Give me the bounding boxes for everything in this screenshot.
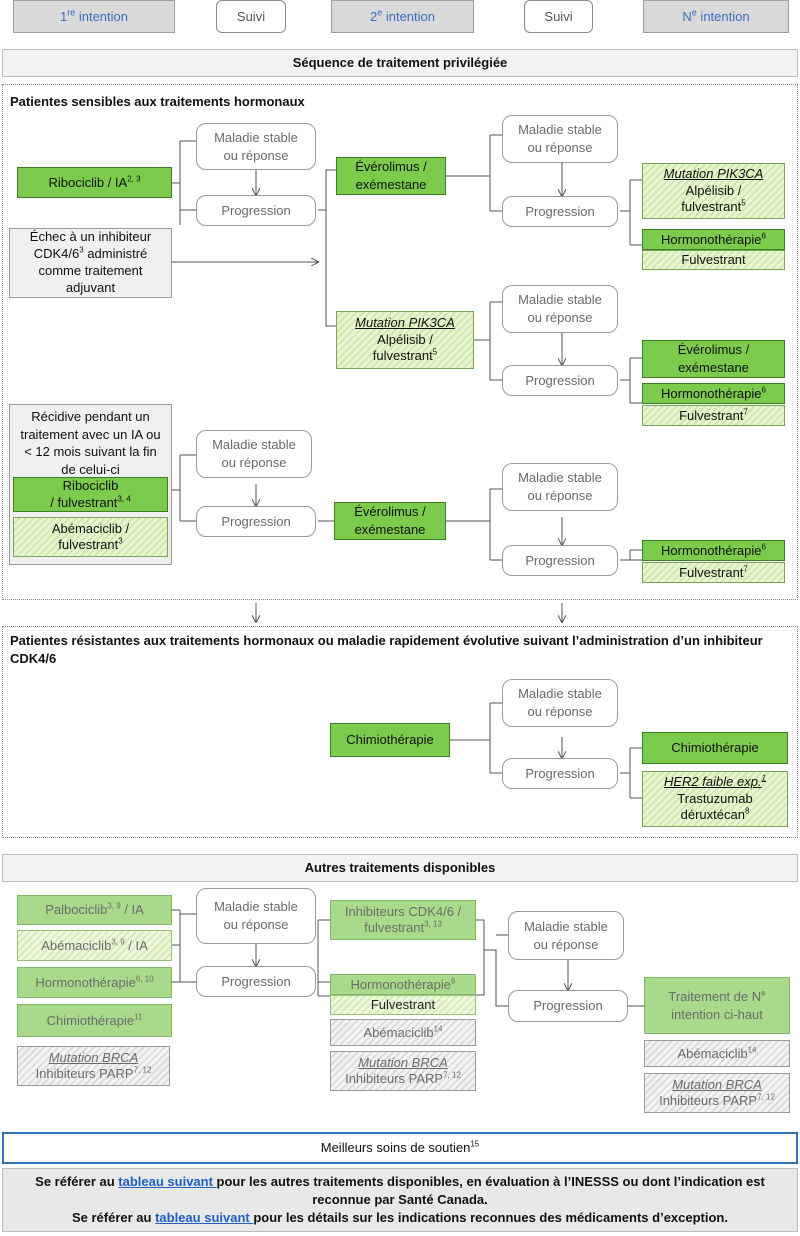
everolimus-box-2: Évérolimus /exémestane <box>642 340 785 378</box>
hormonotherapie-autres-box-2: Hormonothérapie6 <box>330 974 476 995</box>
hormonotherapie-box-1: Hormonothérapie6 <box>642 229 785 250</box>
echec-adjuvant-box: Échec à un inhibiteur CDK4/63 administré… <box>9 228 172 298</box>
chimiotherapie-autres-box: Chimiothérapie11 <box>17 1004 172 1037</box>
progression-box-2: Progression <box>502 196 618 227</box>
everolimus-box-1: Évérolimus /exémestane <box>336 157 446 195</box>
brca-parp-box-1: Mutation BRCA Inhibiteurs PARP7, 12 <box>17 1046 170 1086</box>
progression-box-3: Progression <box>502 365 618 396</box>
fulvestrant-box-2: Fulvestrant7 <box>642 405 785 426</box>
her2-trastuzumab-box: HER2 faible exp.1 Trastuzumab déruxtécan… <box>642 771 788 827</box>
header-suivi-2: Suivi <box>524 0 593 33</box>
abemaciclib14-box-1: Abémaciclib14 <box>330 1019 476 1046</box>
section-resistant-title: Patientes résistantes aux traitements ho… <box>10 633 763 666</box>
tableau-suivant-link-1[interactable]: tableau suivant <box>118 1173 217 1189</box>
fulvestrant-box-1: Fulvestrant <box>642 250 785 270</box>
abemaciclib14-box-2: Abémaciclib14 <box>644 1040 790 1067</box>
brca-parp-box-2: Mutation BRCA Inhibiteurs PARP7, 12 <box>330 1051 476 1091</box>
section-resistant <box>2 626 798 838</box>
traitement-n-box: Traitement de Ne intention ci-haut <box>644 977 790 1034</box>
pik3ca-alpelisib-box-2: Mutation PIK3CA Alpélisib / fulvestrant5 <box>336 311 474 369</box>
ribociclib-fulvestrant-box: Ribociclib / fulvestrant3, 4 <box>13 477 168 512</box>
abemaciclib-fulvestrant-box: Abémaciclib / fulvestrant3 <box>13 517 168 557</box>
progression-box-7: Progression <box>196 966 316 997</box>
progression-box-4: Progression <box>196 506 316 537</box>
progression-box-1: Progression <box>196 195 316 226</box>
abemaciclib-ia-box: Abémaciclib3, 9 / IA <box>17 930 172 961</box>
hormonotherapie-box-2: Hormonothérapie6 <box>642 383 785 404</box>
progression-box-5: Progression <box>502 545 618 576</box>
progression-box-6: Progression <box>502 758 618 789</box>
footer-note: Se référer au tableau suivant pour les a… <box>2 1168 798 1232</box>
fulvestrant-box-3: Fulvestrant7 <box>642 562 785 583</box>
hormonotherapie-box-3: Hormonothérapie6 <box>642 540 785 561</box>
soins-soutien-box: Meilleurs soins de soutien15 <box>2 1132 798 1164</box>
tableau-suivant-link-2[interactable]: tableau suivant <box>155 1210 254 1226</box>
section-sensitive-title: Patientes sensibles aux traitements horm… <box>10 94 305 109</box>
palbociclib-ia-box: Palbociclib3, 9 / IA <box>17 895 172 925</box>
sequence-title: Séquence de traitement privilégiée <box>2 49 798 77</box>
header-second-intention: 2e intention <box>331 0 474 33</box>
autres-title: Autres traitements disponibles <box>2 854 798 882</box>
header-first-intention: 1re intention <box>13 0 175 33</box>
everolimus-box-3: Évérolimus /exémestane <box>334 502 446 540</box>
header-nth-intention: Ne intention <box>643 0 789 33</box>
inhibiteurs-cdk-box: Inhibiteurs CDK4/6 / fulvestrant3, 13 <box>330 900 476 940</box>
fulvestrant-autres-box: Fulvestrant <box>330 995 476 1015</box>
ribociclib-ia-box: Ribociclib / IA2, 3 <box>17 167 172 198</box>
hormonotherapie-autres-box: Hormonothérapie6, 10 <box>17 967 172 998</box>
header-suivi-1: Suivi <box>216 0 286 33</box>
progression-box-8: Progression <box>508 990 628 1022</box>
section-sensitive <box>2 84 798 600</box>
chimiotherapie-box-1: Chimiothérapie <box>330 723 450 757</box>
brca-parp-box-3: Mutation BRCA Inhibiteurs PARP7, 12 <box>644 1073 790 1113</box>
pik3ca-alpelisib-box-1: Mutation PIK3CA Alpélisib / fulvestrant5 <box>642 163 785 219</box>
chimiotherapie-box-2: Chimiothérapie <box>642 732 788 764</box>
